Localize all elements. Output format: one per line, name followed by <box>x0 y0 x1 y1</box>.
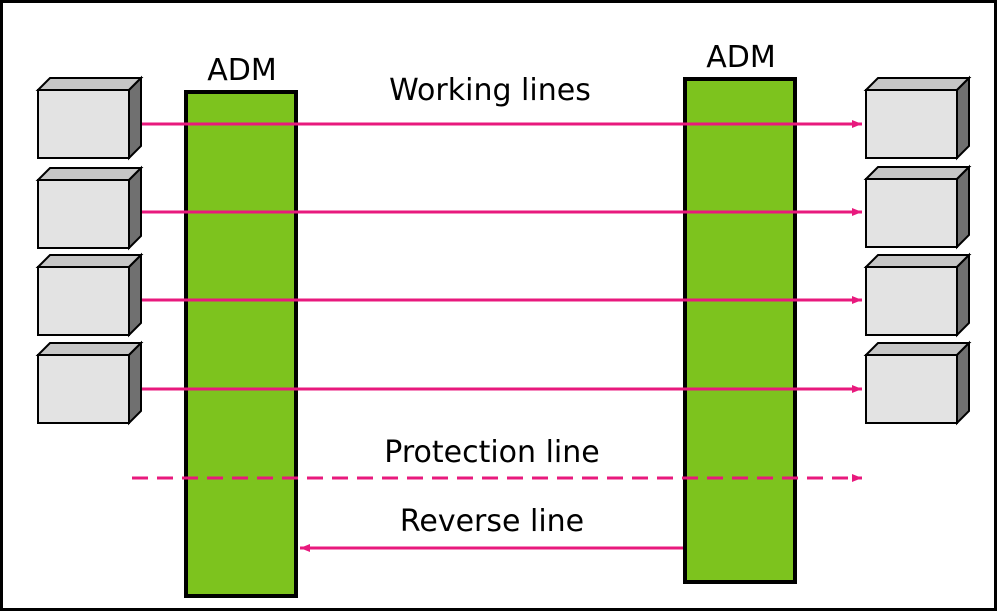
adm-right-label: ADM <box>706 40 776 75</box>
protection-line-label: Protection line <box>384 435 599 470</box>
adm-right-bar <box>683 77 797 584</box>
right-endpoint-box-4 <box>863 340 972 426</box>
left-endpoint-box-3 <box>35 252 144 338</box>
right-endpoint-box-2 <box>863 164 972 250</box>
right-endpoint-box-1 <box>863 75 972 161</box>
adm-left-bar <box>184 90 298 598</box>
working-lines-group <box>130 120 862 393</box>
left-endpoint-box-4 <box>35 340 144 426</box>
working-lines-label: Working lines <box>389 73 591 108</box>
left-endpoint-box-2 <box>35 165 144 251</box>
right-endpoint-box-3 <box>863 252 972 338</box>
left-endpoint-box-1 <box>35 75 144 161</box>
reverse-line-label: Reverse line <box>400 504 584 539</box>
adm-left-label: ADM <box>207 53 277 88</box>
